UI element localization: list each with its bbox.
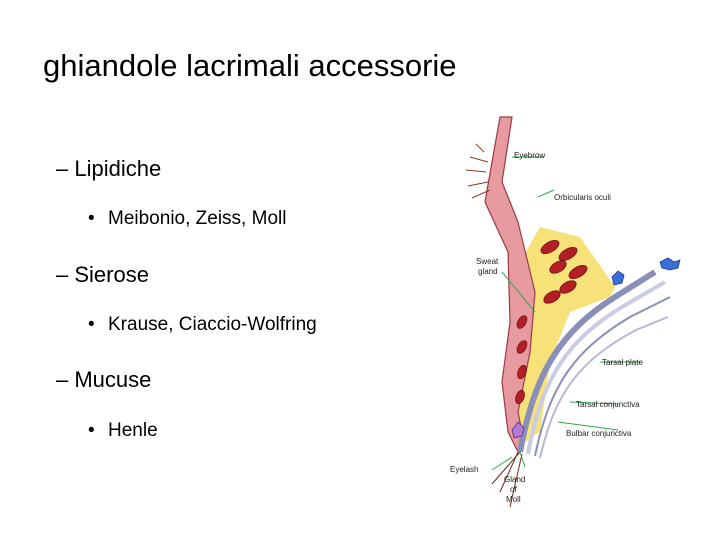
- eyelash-lines: [491, 451, 523, 508]
- label-sweat: Sweat: [476, 257, 499, 266]
- subitem-sierose: • Krause, Ciaccio-Wolfring: [88, 314, 317, 336]
- conjunctiva-layers: [517, 269, 671, 459]
- leader-lines: [491, 156, 640, 471]
- label-bulbar-conjunctiva: Bulbar conjunctiva: [566, 429, 632, 438]
- label-orbicularis: Orbicularis oculi: [554, 193, 611, 202]
- purple-gland: [511, 421, 525, 439]
- subitem-lipidiche: • Meibonio, Zeiss, Moll: [88, 208, 286, 230]
- bullet: •: [88, 314, 95, 335]
- label-eyebrow: Eyebrow: [514, 151, 545, 160]
- slide-title: ghiandole lacrimali accessorie: [43, 48, 457, 83]
- subitem-text: Meibonio, Zeiss, Moll: [108, 208, 287, 229]
- eyebrow-hairs: [465, 143, 491, 199]
- subitem-text: Krause, Ciaccio-Wolfring: [108, 314, 317, 335]
- label-tarsal-conjunctiva: Tarsal conjunctiva: [576, 400, 640, 409]
- label-gland-of-moll-1: Gland: [504, 475, 525, 484]
- label-tarsal-plate: Tarsal plate: [602, 358, 643, 367]
- category-mucuse: – Mucuse: [56, 367, 152, 392]
- label-gland-of-moll-2: of: [510, 485, 517, 494]
- bullet: •: [88, 420, 95, 441]
- label-eyelash: Eyelash: [450, 465, 478, 474]
- eyelid-anatomy-diagram: Eyebrow Orbicularis oculi Sweat gland Ta…: [450, 116, 681, 508]
- subitem-text: Henle: [108, 420, 158, 441]
- category-sierose: – Sierose: [56, 262, 149, 287]
- blue-glands: [611, 257, 681, 286]
- bullet: •: [88, 208, 95, 229]
- label-gland-of-moll-3: Moll: [506, 495, 521, 504]
- category-lipidiche: – Lipidiche: [56, 156, 162, 181]
- subitem-mucuse: • Henle: [88, 420, 158, 442]
- label-gland: gland: [478, 267, 498, 276]
- red-glands: [515, 239, 588, 405]
